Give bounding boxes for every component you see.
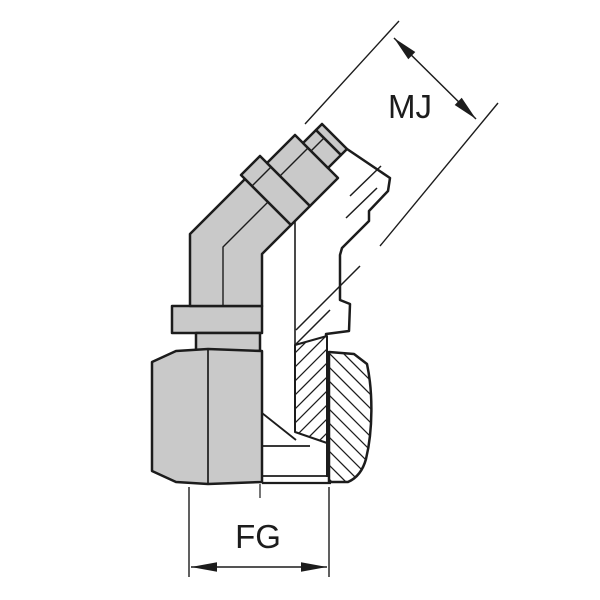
fg-arrowhead-right bbox=[301, 562, 327, 572]
round-nut-section bbox=[327, 350, 373, 484]
exterior-gray-half bbox=[150, 122, 349, 486]
bore-bend-line bbox=[295, 265, 361, 331]
mj-extension-line-lower bbox=[379, 102, 499, 247]
mj-dimension-label: MJ bbox=[388, 88, 432, 125]
hex-nut bbox=[150, 347, 264, 486]
port-cavity-lines bbox=[259, 412, 331, 498]
mj-extension-line-upper bbox=[304, 20, 400, 125]
flange-washer bbox=[170, 304, 264, 335]
thread-section-line bbox=[349, 165, 382, 197]
mj-dimension bbox=[304, 20, 499, 247]
facet-lines bbox=[222, 137, 325, 306]
body-step-profile bbox=[324, 147, 392, 345]
fg-dimension-label: FG bbox=[235, 518, 281, 555]
fg-arrowhead-left bbox=[191, 562, 217, 572]
mj-arrowhead-lower bbox=[454, 97, 476, 119]
bore-bend-line bbox=[295, 309, 331, 345]
mj-arrowhead-upper bbox=[394, 38, 416, 60]
thread-section-line bbox=[345, 187, 378, 219]
thread-band bbox=[265, 133, 340, 208]
